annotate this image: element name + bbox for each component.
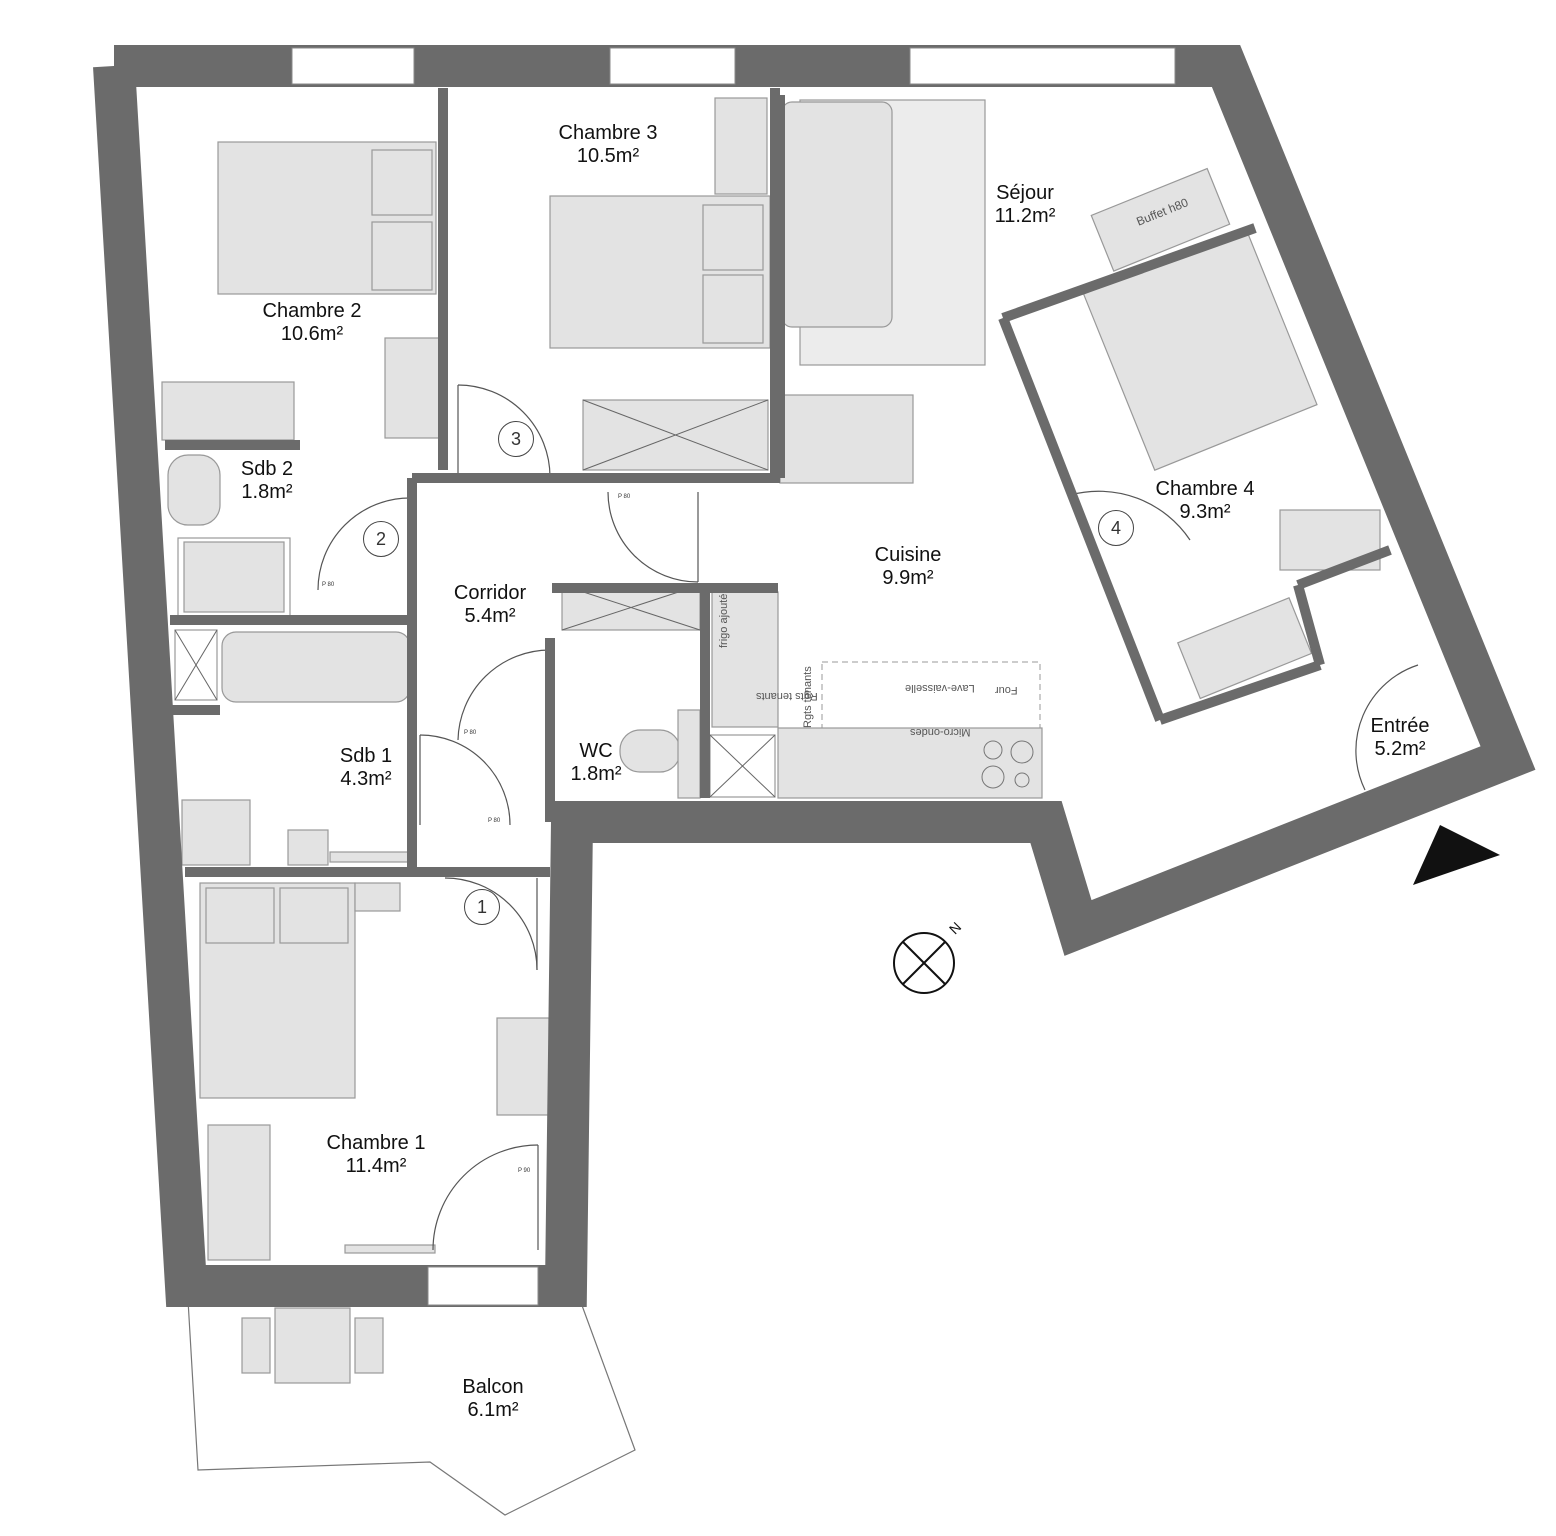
oven-label: Four xyxy=(995,684,1018,696)
door-number-4: 4 xyxy=(1098,510,1134,546)
room-name: Séjour xyxy=(996,182,1054,204)
door-swings xyxy=(317,384,1419,1251)
room-area: 1.8m² xyxy=(241,481,293,503)
door-tag: P 80 xyxy=(322,582,335,588)
door-tag: P 80 xyxy=(488,818,501,824)
room-name: Chambre 2 xyxy=(262,300,362,322)
room-area: 9.3m² xyxy=(1179,501,1231,523)
room-area: 11.2m² xyxy=(994,205,1056,227)
room-area: 11.4m² xyxy=(345,1155,407,1177)
balcony-outline xyxy=(187,1299,636,1516)
door-number-1: 1 xyxy=(464,889,500,925)
storage-label-vertical: Rgts tenants xyxy=(802,666,814,728)
room-area: 4.3m² xyxy=(340,768,392,790)
door-number-2: 2 xyxy=(363,521,399,557)
door-tag: P 80 xyxy=(618,494,631,500)
entrance-arrow xyxy=(1413,825,1500,885)
hob xyxy=(981,740,1034,789)
door-number-3: 3 xyxy=(498,421,534,457)
room-name: Cuisine xyxy=(874,544,942,566)
dishwasher-label: Lave-vaisselle xyxy=(905,682,975,694)
room-area: 6.1m² xyxy=(467,1399,519,1421)
windows xyxy=(291,47,1176,1306)
room-area: 5.4m² xyxy=(464,605,516,627)
room-name: Corridor xyxy=(453,582,527,604)
counter-outline xyxy=(821,661,1041,729)
room-area: 10.6m² xyxy=(280,323,344,345)
room-name: Chambre 1 xyxy=(326,1132,426,1154)
room-area: 5.2m² xyxy=(1374,738,1426,760)
fridge-label: frigo ajouté xyxy=(718,593,730,648)
room-area: 10.5m² xyxy=(576,145,640,167)
exterior-wall xyxy=(93,45,1536,1307)
interior-walls xyxy=(165,88,1392,877)
room-name: Entrée xyxy=(1370,715,1430,737)
room-name: Sdb 2 xyxy=(240,458,294,480)
room-area: 1.8m² xyxy=(570,763,622,785)
room-name: Chambre 4 xyxy=(1155,478,1255,500)
microwave-label: Micro-ondes xyxy=(910,726,971,738)
room-name: Chambre 3 xyxy=(558,122,658,144)
room-name: Balcon xyxy=(462,1376,524,1398)
room-name: Sdb 1 xyxy=(339,745,393,767)
furniture xyxy=(161,97,1381,1384)
room-area: 9.9m² xyxy=(882,567,934,589)
door-tag: P 80 xyxy=(464,730,477,736)
door-tag: P 90 xyxy=(518,1168,531,1174)
north-compass xyxy=(893,932,955,994)
room-name: WC xyxy=(579,740,613,762)
